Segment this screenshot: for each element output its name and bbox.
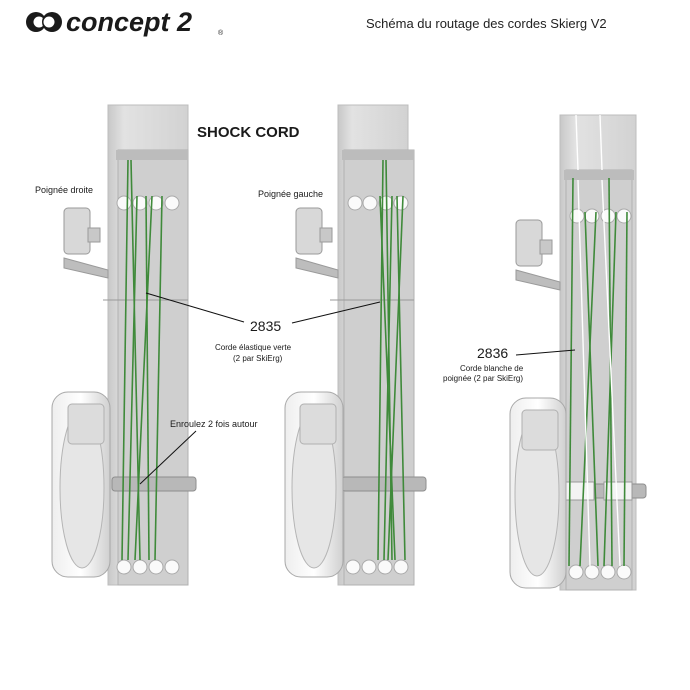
- concept2-logo-icon: [26, 12, 62, 32]
- brand-name: concept 2: [66, 7, 192, 37]
- middle-skierg-assembly: Poignée gauche: [258, 104, 427, 586]
- left-handle-icon: [295, 207, 339, 279]
- top-bracket: [116, 150, 188, 160]
- green-cord-desc-line2: (2 par SkiErg): [233, 354, 283, 363]
- white-handle-cords: [577, 179, 621, 567]
- top-bracket: [564, 170, 634, 180]
- wrap-instruction-label: Enroulez 2 fois autour: [170, 419, 258, 429]
- bottom-pulley-row: [345, 559, 409, 575]
- axle: [341, 476, 427, 492]
- bottom-pulley-row: [568, 564, 632, 580]
- left-handle-label: Poignée gauche: [258, 189, 323, 199]
- white-cord-desc-line1: Corde blanche de: [460, 364, 524, 373]
- green-cord-leader-right: [291, 301, 381, 324]
- flywheel-cover: [521, 409, 559, 451]
- white-cord-leader-line: [515, 349, 576, 356]
- flywheel-cover: [299, 403, 337, 445]
- green-cord-callout: 2835 Corde élastique verte (2 par SkiErg…: [145, 292, 381, 363]
- column-channel: [565, 169, 633, 591]
- brand-logo: concept 2 ®: [26, 7, 224, 37]
- right-handle-label: Poignée droite: [35, 185, 93, 195]
- top-bracket: [342, 150, 414, 160]
- green-cord-desc-line1: Corde élastique verte: [215, 343, 292, 352]
- bottom-pulley-row: [116, 559, 180, 575]
- page-title: Schéma du routage des cordes Skierg V2: [366, 16, 607, 31]
- top-pulley-row: [347, 195, 409, 211]
- white-cords-top: [575, 114, 603, 171]
- green-shock-cords: [568, 177, 628, 567]
- flywheel-cover: [67, 403, 105, 445]
- right-handle-icon: [63, 207, 109, 279]
- right-skierg-assembly: 2836 Corde blanche de poignée (2 par Ski…: [443, 114, 647, 591]
- handle-icon: [515, 219, 561, 291]
- shock-cord-heading: SHOCK CORD: [197, 124, 300, 141]
- white-cord-desc-line2: poignée (2 par SkiErg): [443, 374, 523, 383]
- registered-mark: ®: [218, 29, 224, 37]
- green-cord-part-number: 2835: [250, 318, 281, 334]
- white-cord-part-number: 2836: [477, 345, 508, 361]
- left-skierg-assembly: SHOCK CORD Poignée droite Enroulez 2 foi…: [35, 104, 300, 586]
- green-shock-cords: [377, 159, 406, 561]
- wrap-leader-line: [139, 430, 197, 485]
- green-cord-leader-left: [145, 292, 245, 323]
- green-shock-cords: [121, 159, 163, 561]
- axle: [111, 476, 197, 492]
